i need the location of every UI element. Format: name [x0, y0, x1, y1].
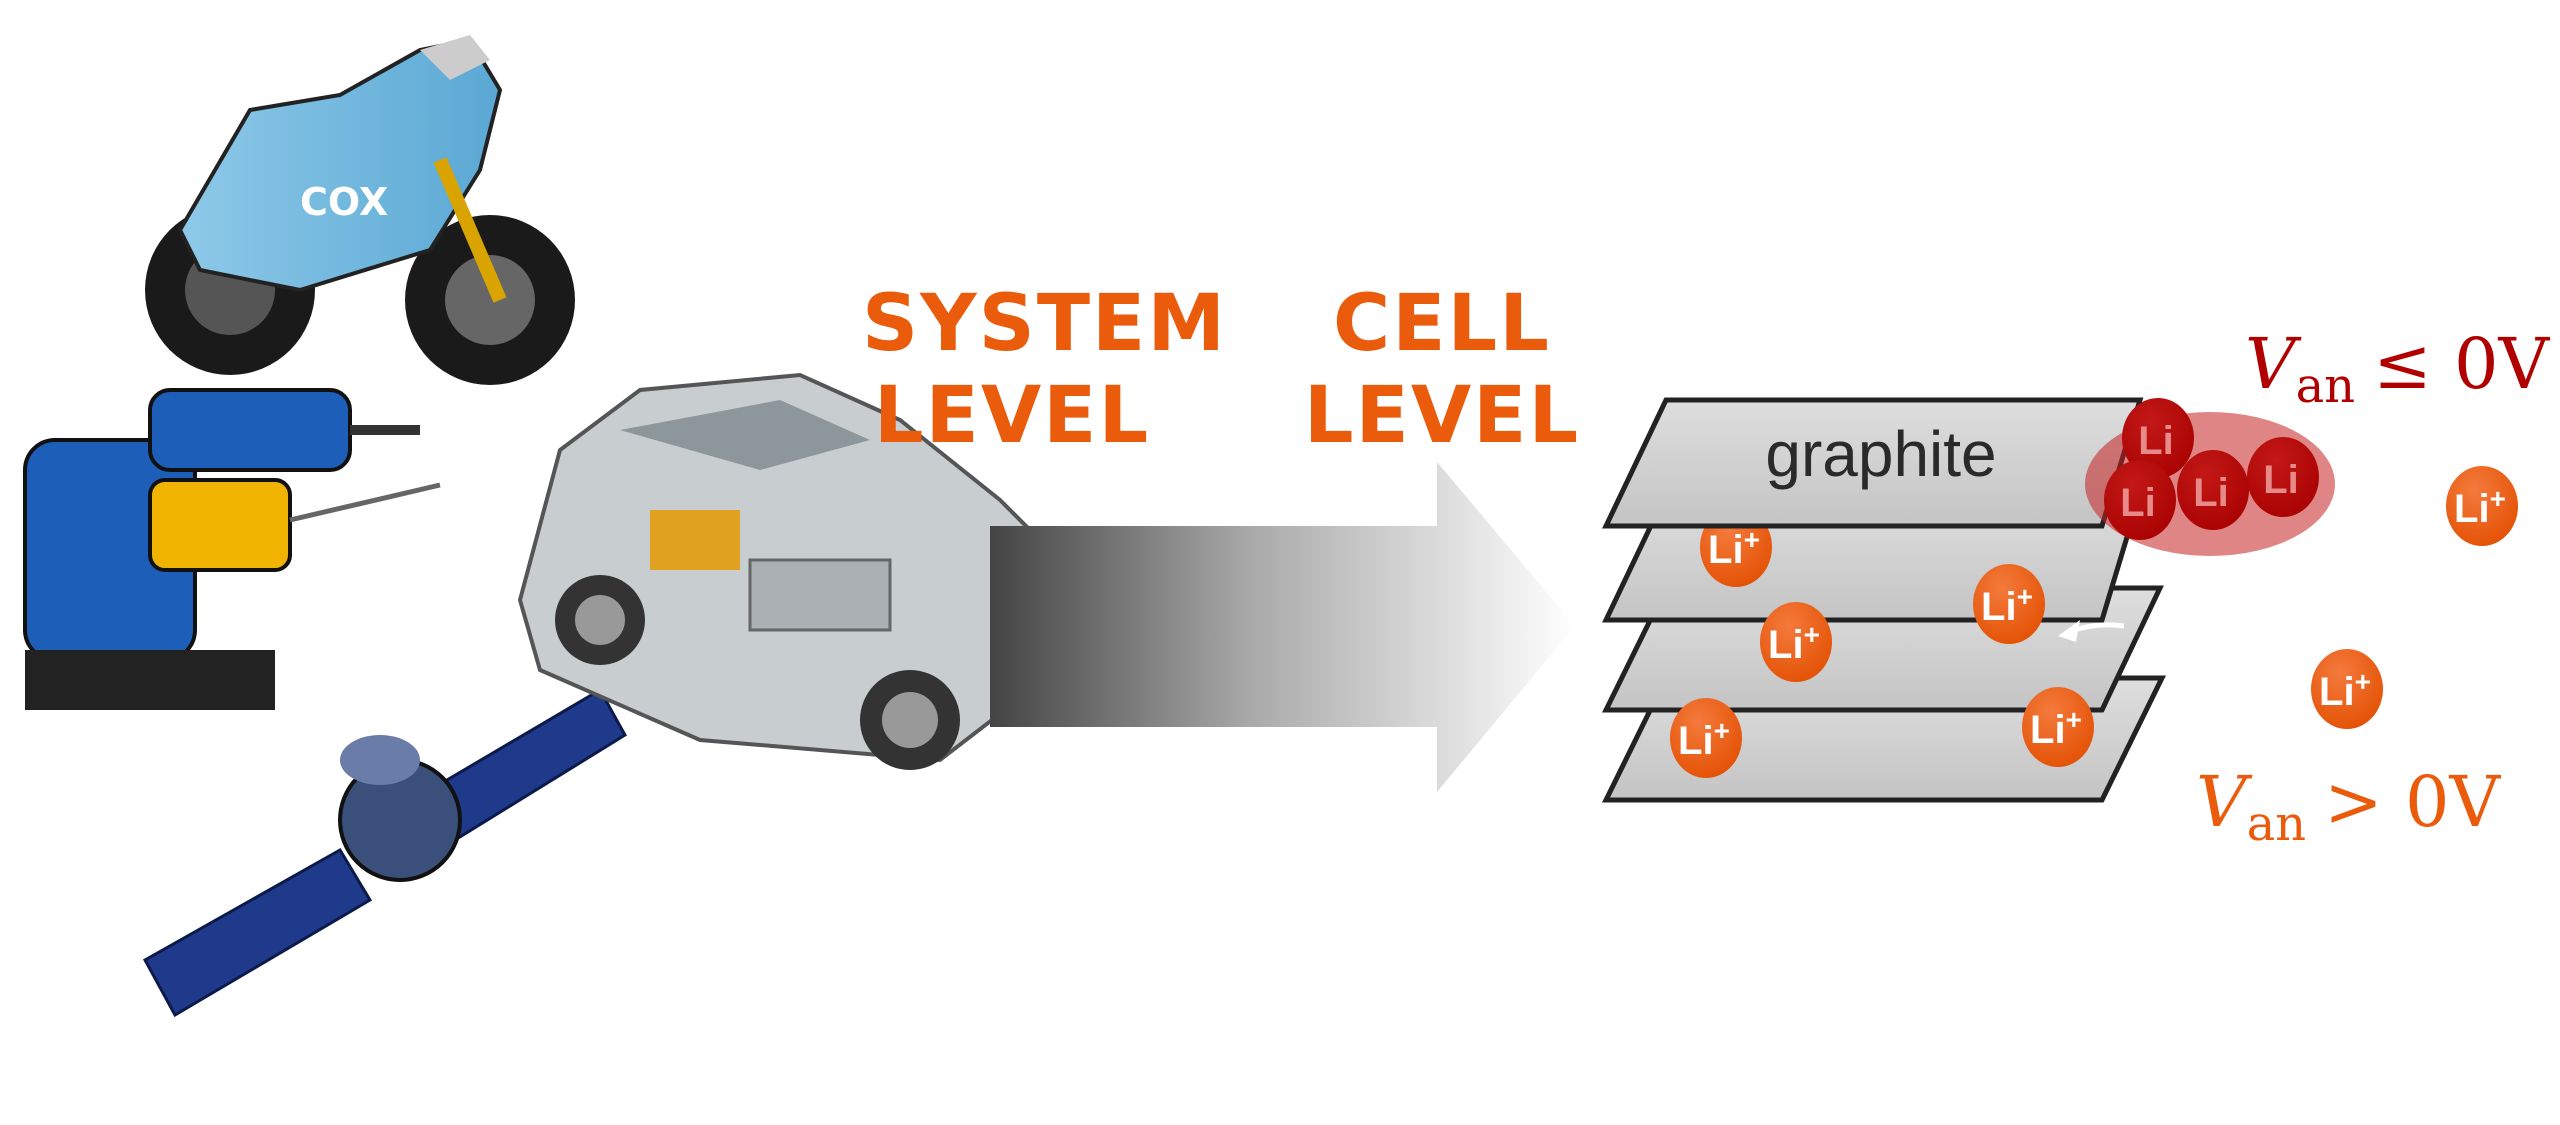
li-ion-label: Li+	[2030, 704, 2082, 752]
intercalation-arrow-icon	[2058, 620, 2125, 642]
system-level-line1: SYSTEM	[862, 279, 1227, 369]
plated-lithium: Li	[2122, 398, 2194, 478]
cell-level-line2: LEVEL	[1303, 371, 1581, 461]
li-ion-label: Li+	[1678, 715, 1730, 763]
li-ion-electrolyte: Li+	[2311, 649, 2383, 729]
plated-lithium-label: Li	[2120, 481, 2156, 525]
plated-lithium-label: Li	[2263, 458, 2299, 502]
li-ion-electrolyte-label: Li+	[2319, 666, 2371, 714]
li-ion: Li+	[2022, 687, 2094, 767]
li-ion: Li+	[1670, 698, 1742, 778]
li-ion-electrolyte: Li+	[2446, 466, 2518, 546]
plated-lithium-label: Li	[2138, 419, 2174, 463]
li-ion-label: Li+	[1708, 524, 1760, 572]
car-image	[517, 372, 1073, 770]
plated-lithium-label: Li	[2193, 471, 2229, 515]
graphite-label: graphite	[1765, 418, 1996, 490]
graphite-sheet-top	[1602, 397, 2144, 529]
system-to-cell-arrow	[990, 462, 1575, 792]
satellite-image	[142, 687, 628, 1018]
li-ion-label: Li+	[1768, 619, 1820, 667]
plated-lithium: Li	[2104, 460, 2176, 540]
cell-level-label: CELL LEVEL	[1292, 278, 1592, 462]
normal-condition: Van> 0V	[2196, 761, 2502, 852]
li-ion: Li+	[1760, 602, 1832, 682]
li-ion-label: Li+	[1981, 581, 2033, 629]
cell-level-line1: CELL	[1333, 279, 1551, 369]
plated-lithium: Li	[2177, 450, 2249, 530]
drill-image	[23, 388, 441, 710]
plating-condition: Van≤ 0V	[2245, 323, 2551, 414]
li-ion: Li+	[1973, 564, 2045, 644]
plated-lithium: Li	[2247, 437, 2319, 517]
system-level-line2: LEVEL	[873, 371, 1151, 461]
motorcycle-image: COX	[145, 35, 575, 385]
li-ion-electrolyte-label: Li+	[2454, 483, 2506, 531]
svg-text:COX: COX	[300, 180, 388, 224]
system-level-label: SYSTEM LEVEL	[862, 278, 1227, 462]
